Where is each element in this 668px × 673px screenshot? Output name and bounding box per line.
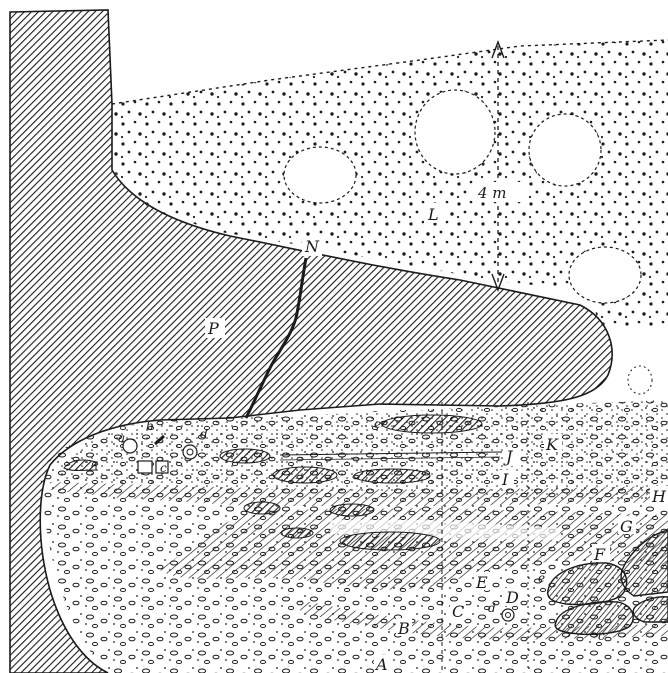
label-d: d <box>200 427 208 441</box>
label-C: C <box>452 602 464 621</box>
label-G: G <box>620 517 633 536</box>
label-P: P <box>207 319 219 338</box>
label-A: A <box>374 655 388 673</box>
boulder-outline <box>529 114 601 186</box>
label-K: K <box>545 435 559 454</box>
label-d-lower: d <box>488 601 496 615</box>
label-b: b <box>146 419 154 433</box>
label-H: H <box>651 487 667 506</box>
boulder-outline <box>628 366 652 394</box>
boulder-outline <box>569 247 641 303</box>
label-c: c <box>160 461 167 475</box>
label-E: E <box>475 573 488 592</box>
label-a: a <box>118 431 125 445</box>
label-e: e <box>374 417 381 431</box>
boulder-outline <box>284 147 356 203</box>
label-I: I <box>501 470 509 489</box>
label-B: B <box>397 619 410 638</box>
label-D: D <box>505 588 519 607</box>
measurement-label: 4 m <box>477 184 507 202</box>
label-e-lower: e <box>538 571 545 585</box>
label-F: F <box>593 545 606 564</box>
label-N: N <box>304 237 320 256</box>
label-L: L <box>427 205 439 224</box>
boulder-outline <box>415 90 495 174</box>
label-c-lower: c <box>598 629 605 643</box>
